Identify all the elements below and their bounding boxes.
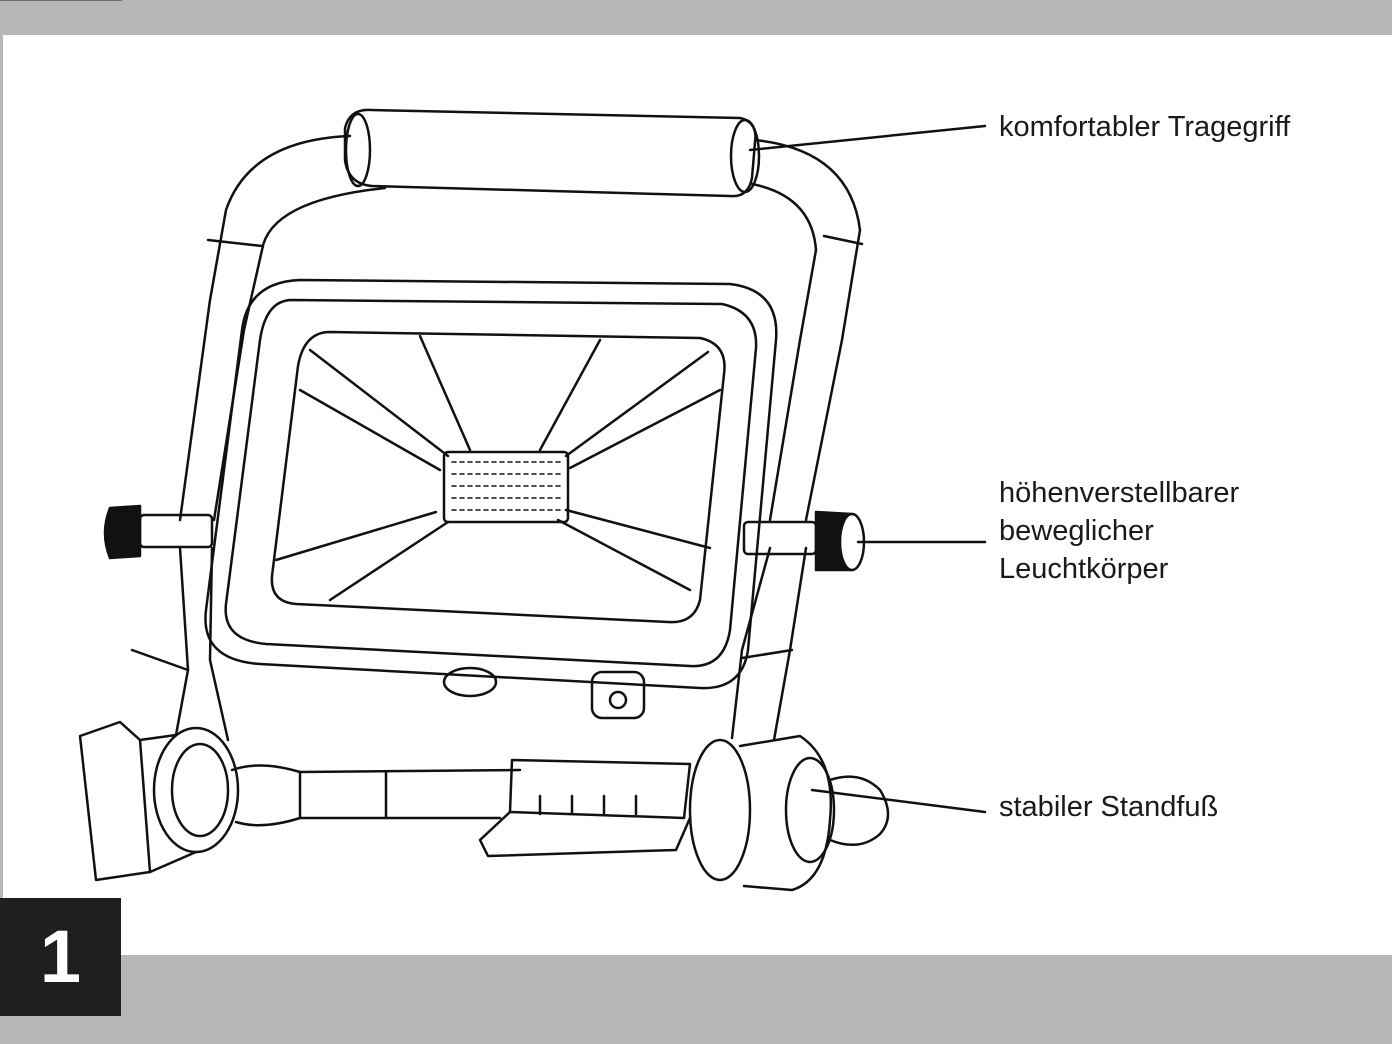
right-foot-hinge: [688, 734, 890, 892]
label-carry-handle: komfortabler Tragegriff: [999, 111, 1291, 143]
carry-handle: [343, 108, 761, 198]
lamp-housing: [204, 278, 778, 690]
bottom-frame-bar: [0, 955, 1392, 1044]
label-adjustable-body: höhenverstellbarer beweglicher Leuchtkör…: [999, 474, 1239, 588]
step-number-badge: 1: [0, 898, 121, 1016]
label-stable-foot: stabiler Standfuß: [999, 791, 1219, 823]
left-frame-edge: [0, 35, 3, 955]
left-adjustment-knob: [103, 504, 214, 560]
led-array-dots: [451, 461, 561, 511]
center-foot-plate: [478, 758, 692, 858]
frame-tube: [130, 134, 864, 742]
label-body-line-3: Leuchtkörper: [999, 553, 1169, 585]
top-frame-bar: [0, 0, 1392, 35]
label-body-line-1: höhenverstellbarer: [999, 477, 1240, 509]
top-frame-tick: [0, 0, 122, 1]
label-body-line-2: beweglicher: [999, 515, 1154, 547]
right-adjustment-knob: [742, 510, 866, 572]
housing-bottom-fittings: [442, 666, 646, 720]
left-foot-hinge: [78, 720, 240, 882]
bottom-crossbar: [230, 764, 522, 827]
leader-lines: [748, 124, 987, 814]
